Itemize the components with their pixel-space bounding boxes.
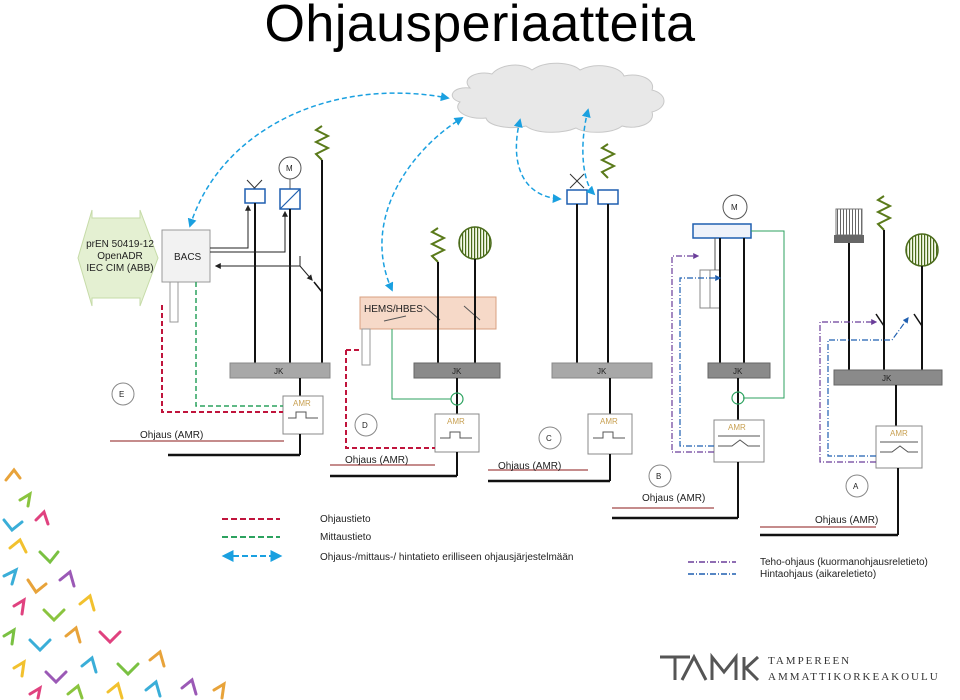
amr-label: AMR xyxy=(890,429,908,438)
amr-label: AMR xyxy=(293,399,311,408)
amr-label: AMR xyxy=(728,423,746,432)
jk-bar xyxy=(551,362,653,379)
page-title: Ohjausperiaatteita xyxy=(264,0,696,53)
heater-icon xyxy=(429,227,447,263)
jk-label: JK xyxy=(274,367,284,376)
tamk-logo-line-1: TAMPEREEN xyxy=(768,655,851,667)
protocol-arrow: prEN 50419-12 OpenADR IEC CIM (ABB) xyxy=(77,209,159,307)
legend-metering-info: Mittaustieto xyxy=(320,532,372,543)
site-label-b xyxy=(648,464,672,488)
jk-bar xyxy=(229,362,331,379)
legend-control-info: Ohjaustieto xyxy=(320,514,371,525)
heater-icon xyxy=(313,125,331,161)
legend-price-control: Hintaohjaus (aikareletieto) xyxy=(760,569,876,580)
controlled-load-icon xyxy=(244,188,266,204)
site-b: M JK AMR Ohjaus (AMR) B xyxy=(612,194,785,520)
motor-icon xyxy=(722,194,748,220)
sauna-heater-icon xyxy=(905,233,939,267)
legend-separate-system: Ohjaus-/mittaus-/ hintatieto erilliseen … xyxy=(320,552,573,563)
hems-label: HEMS/HBES xyxy=(364,304,423,315)
site-label-a xyxy=(845,474,869,498)
amr-meter xyxy=(282,395,324,435)
controlled-load-icon xyxy=(566,189,588,205)
controlled-load-icon xyxy=(597,189,619,205)
tamk-logo-mark xyxy=(660,652,760,682)
jk-label: JK xyxy=(882,374,892,383)
site-c: JK AMR Ohjaus (AMR) C xyxy=(488,143,653,483)
storage-heater-icon xyxy=(835,208,863,236)
site-a: JK AMR Ohjaus (AMR) A xyxy=(760,195,943,537)
legend-power-control: Teho-ohjaus (kuormanohjausreletieto) xyxy=(760,557,928,568)
site-b-letter: B xyxy=(656,472,661,481)
decorative-arrow-pattern xyxy=(2,467,226,700)
motor-label: M xyxy=(286,164,293,173)
amr-meter xyxy=(434,413,480,453)
legend: Ohjaustieto Mittaustieto Ohjaus-/mittaus… xyxy=(221,514,928,580)
jk-label: JK xyxy=(733,367,743,376)
site-e-letter: E xyxy=(119,390,124,399)
control-line-label-c: Ohjaus (AMR) xyxy=(498,461,561,472)
protocol-line-1: prEN 50419-12 xyxy=(86,239,154,250)
tamk-logo-line-2: AMMATTIKORKEAKOULU xyxy=(768,671,940,683)
control-line-label-d: Ohjaus (AMR) xyxy=(345,455,408,466)
site-c-letter: C xyxy=(546,434,552,443)
amr-label: AMR xyxy=(447,417,465,426)
cloud-icon xyxy=(451,62,665,133)
site-label-d xyxy=(354,413,378,437)
heater-icon xyxy=(599,143,617,179)
protocol-line-2: OpenADR xyxy=(97,251,143,262)
motor-label: M xyxy=(731,203,738,212)
control-line-label-a: Ohjaus (AMR) xyxy=(815,515,878,526)
sauna-heater-icon xyxy=(458,226,492,260)
cloud-links xyxy=(187,92,596,292)
control-line-label-e: Ohjaus (AMR) xyxy=(140,430,203,441)
protocol-line-3: IEC CIM (ABB) xyxy=(86,263,153,274)
bacs-label: BACS xyxy=(174,252,202,263)
site-d: HEMS/HBES JK AMR Ohjaus (AMR) D xyxy=(330,226,501,478)
site-a-letter: A xyxy=(853,482,859,491)
amr-meter xyxy=(587,413,633,455)
control-line-label-b: Ohjaus (AMR) xyxy=(642,493,705,504)
site-label-c xyxy=(538,426,562,450)
site-d-letter: D xyxy=(362,421,368,430)
jk-label: JK xyxy=(452,367,462,376)
hems-box xyxy=(359,296,497,330)
jk-bar xyxy=(833,369,943,386)
tamk-logo: TAMPEREEN AMMATTIKORKEAKOULU xyxy=(660,652,940,683)
heater-icon xyxy=(875,195,893,231)
site-label-e xyxy=(111,382,135,406)
jk-label: JK xyxy=(597,367,607,376)
bacs-box xyxy=(161,229,211,283)
amr-label: AMR xyxy=(600,417,618,426)
